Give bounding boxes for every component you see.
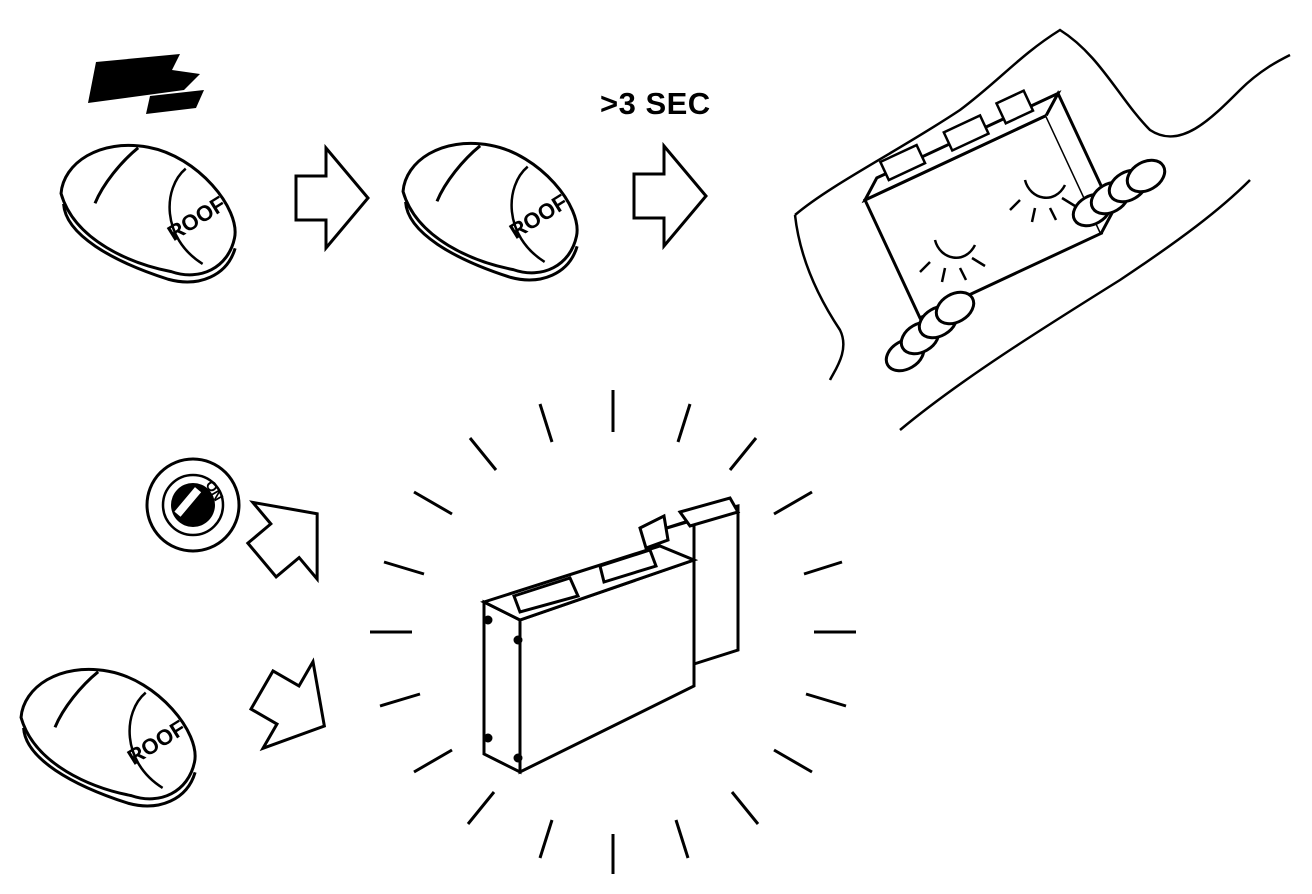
light-flash-icon — [370, 390, 856, 874]
arrow-right-icon — [228, 473, 351, 600]
arrow-right-icon — [632, 144, 708, 248]
roof-button-icon[interactable]: ROOF — [9, 658, 209, 814]
arrow-right-icon — [235, 645, 351, 771]
key-switch-icon[interactable]: ON — [145, 457, 241, 553]
hands-holding-icon — [793, 28, 1291, 431]
light-flash-icon — [919, 179, 1076, 283]
hold-time-caption: >3 SEC — [600, 86, 711, 121]
roof-button-icon[interactable]: ROOF — [49, 134, 249, 290]
roof-button-icon[interactable]: ROOF — [391, 132, 591, 288]
control-module-icon — [861, 89, 1115, 320]
control-module-icon — [480, 496, 741, 775]
push-direction-arrow-icon — [88, 54, 204, 114]
arrow-right-icon — [294, 146, 370, 250]
